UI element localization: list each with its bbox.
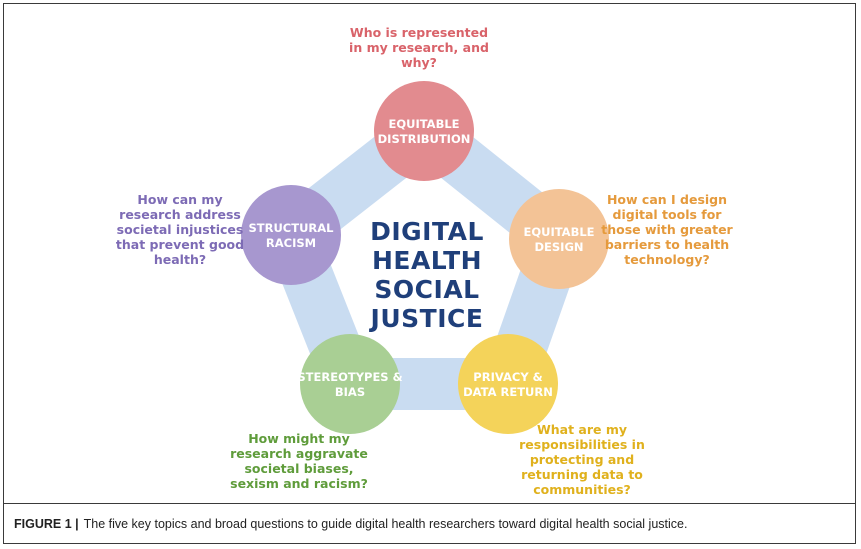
node-equitable-design: EQUITABLE DESIGN bbox=[509, 189, 609, 289]
figure-caption: FIGURE 1 | The five key topics and broad… bbox=[4, 503, 855, 543]
question-line: responsibilities in bbox=[519, 437, 645, 452]
question-line: How can I design bbox=[607, 192, 727, 207]
figure-label: FIGURE 1 | bbox=[14, 516, 79, 531]
node-label-line-1: STRUCTURAL bbox=[248, 221, 334, 235]
question-line: why? bbox=[401, 55, 437, 70]
node-label-line-2: RACISM bbox=[266, 236, 316, 250]
node-circle bbox=[509, 189, 609, 289]
question-line: societal biases, bbox=[244, 461, 353, 476]
question-stereotypes: How might my research aggravate societal… bbox=[230, 431, 368, 491]
center-title-line-3: SOCIAL bbox=[374, 275, 479, 304]
question-line: communities? bbox=[533, 482, 631, 497]
node-circle bbox=[374, 81, 474, 181]
node-equitable-distribution: EQUITABLE DISTRIBUTION bbox=[374, 81, 474, 181]
question-privacy: What are my responsibilities in protecti… bbox=[519, 422, 645, 497]
question-line: in my research, and bbox=[349, 40, 489, 55]
question-line: technology? bbox=[624, 252, 709, 267]
node-circle bbox=[458, 334, 558, 434]
question-line: health? bbox=[154, 252, 206, 267]
question-line: What are my bbox=[537, 422, 627, 437]
question-line: that prevent good bbox=[116, 237, 244, 252]
pentagon-diagram: DIGITAL HEALTH SOCIAL JUSTICE EQUITABLE … bbox=[116, 25, 734, 497]
node-circle bbox=[241, 185, 341, 285]
question-line: research aggravate bbox=[230, 446, 368, 461]
node-label-line-1: PRIVACY & bbox=[473, 370, 542, 384]
figure-frame: DIGITAL HEALTH SOCIAL JUSTICE EQUITABLE … bbox=[3, 3, 856, 544]
question-line: those with greater bbox=[601, 222, 733, 237]
node-label-line-2: DATA RETURN bbox=[463, 385, 553, 399]
question-line: returning data to bbox=[521, 467, 643, 482]
question-racism: How can my research address societal inj… bbox=[116, 192, 244, 267]
question-line: societal injustices bbox=[117, 222, 244, 237]
center-title-line-4: JUSTICE bbox=[369, 304, 484, 333]
question-line: digital tools for bbox=[613, 207, 723, 222]
question-design: How can I design digital tools for those… bbox=[601, 192, 733, 267]
question-line: Who is represented bbox=[350, 25, 488, 40]
node-privacy-data-return: PRIVACY & DATA RETURN bbox=[458, 334, 558, 434]
question-line: How can my bbox=[137, 192, 222, 207]
node-circle bbox=[300, 334, 400, 434]
caption-text: The five key topics and broad questions … bbox=[83, 516, 688, 531]
center-title-line-1: DIGITAL bbox=[370, 217, 484, 246]
question-line: How might my bbox=[248, 431, 350, 446]
node-label-line-2: DESIGN bbox=[534, 240, 583, 254]
question-distribution: Who is represented in my research, and w… bbox=[349, 25, 489, 70]
center-title-line-2: HEALTH bbox=[372, 246, 482, 275]
node-structural-racism: STRUCTURAL RACISM bbox=[241, 185, 341, 285]
node-label-line-1: STEREOTYPES & bbox=[297, 370, 402, 384]
question-line: protecting and bbox=[530, 452, 634, 467]
node-stereotypes-bias: STEREOTYPES & BIAS bbox=[297, 334, 403, 434]
question-line: research address bbox=[119, 207, 241, 222]
node-label-line-1: EQUITABLE bbox=[523, 225, 594, 239]
question-line: barriers to health bbox=[605, 237, 729, 252]
node-label-line-1: EQUITABLE bbox=[388, 117, 459, 131]
node-label-line-2: DISTRIBUTION bbox=[378, 132, 471, 146]
node-label-line-2: BIAS bbox=[335, 385, 365, 399]
question-line: sexism and racism? bbox=[230, 476, 368, 491]
